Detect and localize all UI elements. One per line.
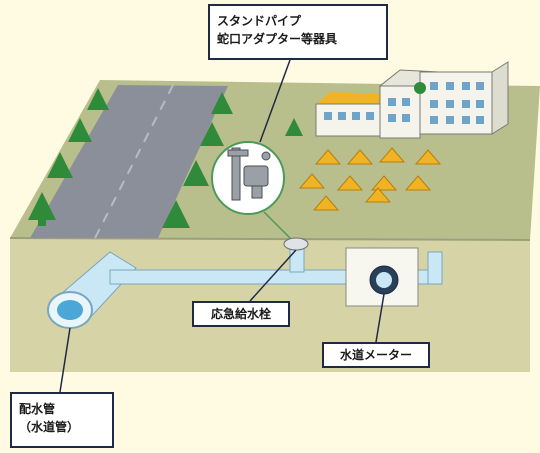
- tent-icon: [312, 195, 340, 211]
- tree-icon: [285, 118, 303, 136]
- tree-icon: [200, 122, 224, 146]
- tree-icon: [47, 152, 73, 178]
- tent-icon: [404, 175, 432, 191]
- tent-icon: [414, 149, 442, 165]
- tree-icon: [211, 92, 233, 114]
- water-main-label: 配水管 （水道管）: [10, 392, 114, 448]
- tree-icon: [28, 192, 56, 226]
- leader-lines: [59, 249, 385, 393]
- school-buildings: [315, 61, 509, 139]
- tent-icon: [378, 147, 406, 163]
- trees-left: [28, 88, 109, 226]
- standpipe-label: スタンドパイプ 蛇口アダプター等器具: [208, 4, 388, 60]
- emergency-hydrant-label: 応急給水栓: [192, 301, 290, 327]
- tree-icon: [68, 118, 92, 142]
- standpipe-label-line2: 蛇口アダプター等器具: [217, 32, 338, 46]
- tent-icon: [314, 149, 342, 165]
- tree-icon: [162, 200, 190, 228]
- water-meter-label: 水道メーター: [322, 342, 430, 368]
- tent-icon: [346, 149, 374, 165]
- water-main-label-line1: 配水管: [19, 402, 56, 416]
- water-pipes: [47, 237, 443, 329]
- standpipe-label-line1: スタンドパイプ: [217, 14, 302, 28]
- evacuation-tents: [298, 147, 442, 211]
- hydrant-cap: [283, 237, 309, 251]
- tree-icon: [183, 160, 209, 186]
- tent-icon: [298, 173, 326, 189]
- road: [30, 85, 228, 238]
- tent-icon: [336, 175, 364, 191]
- tent-icon: [370, 175, 398, 191]
- tent-icon: [364, 187, 392, 203]
- water-main-label-line2: （水道管）: [19, 420, 80, 434]
- tree-icon: [87, 88, 109, 110]
- standpipe-callout: [211, 59, 297, 245]
- standpipe-icon: [227, 147, 271, 201]
- trees-right: [162, 92, 303, 228]
- ground-edge-line: [9, 237, 531, 241]
